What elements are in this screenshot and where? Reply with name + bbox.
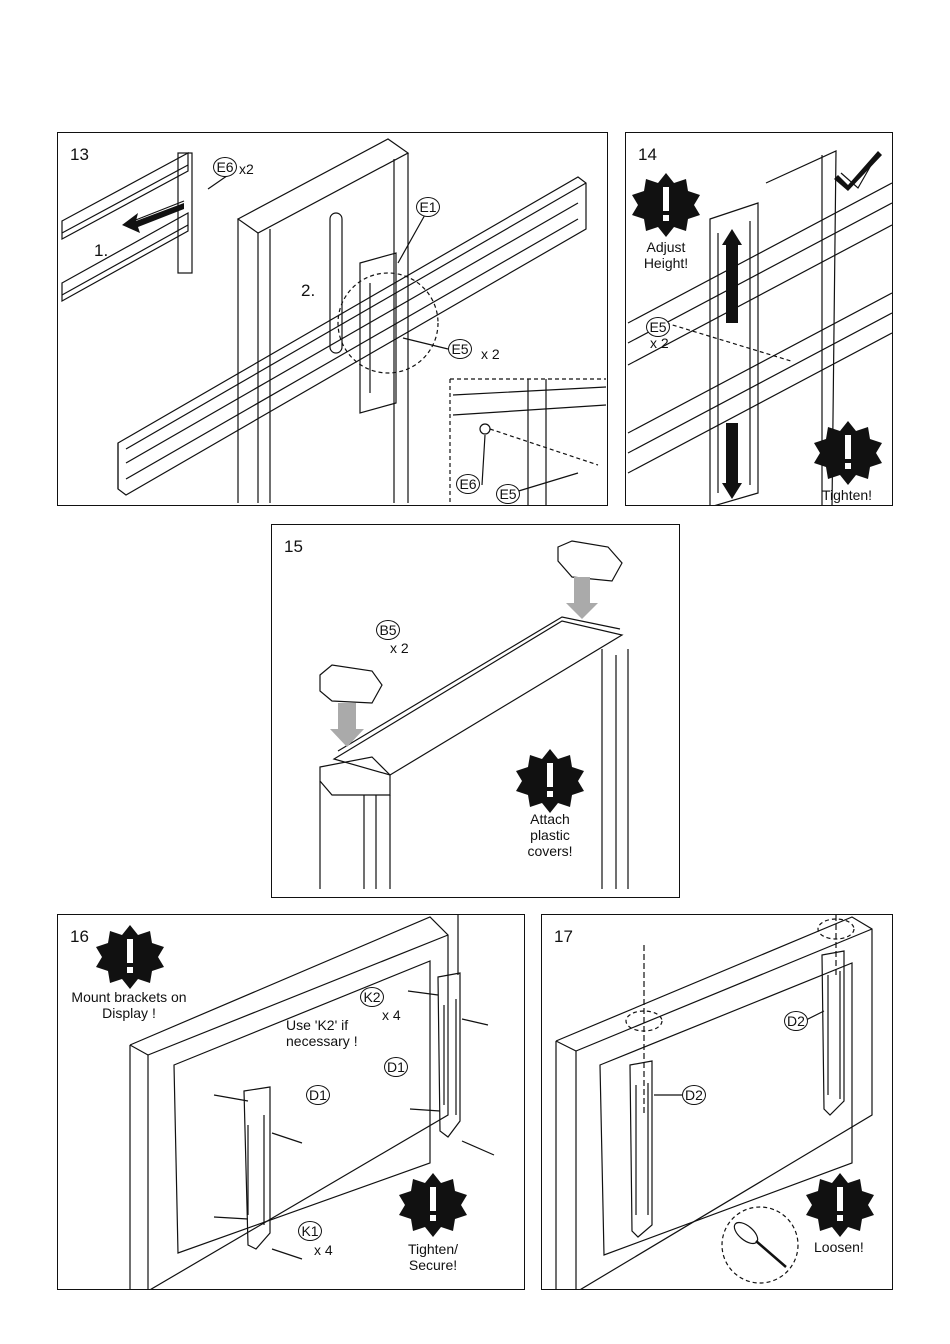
tighten-warning: Tighten! — [822, 487, 872, 503]
step-14-panel: 14 Adjust Height! E5 x 2 Tighten! — [625, 132, 893, 506]
screwdriver-icon — [731, 1219, 786, 1267]
part-d2-callout: D2 — [682, 1085, 706, 1105]
inset-e6-callout: E6 — [456, 474, 480, 494]
step-15-illustration — [272, 525, 680, 898]
allen-key-icon — [834, 151, 882, 191]
part-e1-callout: E1 — [416, 197, 440, 217]
part-k1-qty: x 4 — [314, 1242, 333, 1258]
part-d1-callout: D1 — [306, 1085, 330, 1105]
part-d1-callout: D1 — [384, 1057, 408, 1077]
use-k2-note: Use 'K2' if necessary ! — [286, 1017, 378, 1049]
tighten-secure-warning: Tighten/ Secure! — [398, 1241, 468, 1273]
step-16-panel: 16 Mount brackets on Display ! K2 x 4 Us… — [57, 914, 525, 1290]
inset-e5-callout: E5 — [496, 484, 520, 504]
part-e6-qty: x2 — [239, 161, 254, 177]
part-b5-qty: x 2 — [390, 640, 409, 656]
warning-burst-icon — [806, 1173, 874, 1237]
step-1-label: 1. — [94, 243, 108, 259]
mount-brackets-warning: Mount brackets on Display ! — [70, 989, 188, 1021]
warning-burst-icon — [399, 1173, 467, 1237]
step-13-illustration — [58, 133, 608, 506]
part-d2-callout: D2 — [784, 1011, 808, 1031]
warning-burst-icon — [632, 173, 700, 237]
step-17-illustration — [542, 915, 893, 1290]
part-k2-callout: K2 — [360, 987, 384, 1007]
arrow-icon — [122, 203, 184, 233]
step-2-label: 2. — [301, 283, 315, 299]
part-e5-qty: x 2 — [650, 335, 669, 351]
warning-burst-icon — [96, 925, 164, 989]
part-e5-callout: E5 — [646, 317, 670, 337]
attach-covers-warning: Attach plastic covers! — [518, 811, 582, 859]
step-15-panel: 15 B5 x 2 Attach plastic covers! — [271, 524, 680, 898]
part-e5-qty: x 2 — [481, 346, 500, 362]
part-k2-qty: x 4 — [382, 1007, 401, 1023]
adjust-height-warning: Adjust Height! — [636, 239, 696, 271]
part-b5-callout: B5 — [376, 620, 400, 640]
part-e5-callout: E5 — [448, 339, 472, 359]
part-k1-callout: K1 — [298, 1221, 322, 1241]
loosen-warning: Loosen! — [814, 1239, 864, 1255]
step-16-illustration — [58, 915, 525, 1290]
warning-burst-icon — [814, 421, 882, 485]
part-e6-callout: E6 — [213, 157, 237, 177]
warning-burst-icon — [516, 749, 584, 813]
step-13-panel: 13 — [57, 132, 608, 506]
step-17-panel: 17 D2 D2 Loosen! — [541, 914, 893, 1290]
